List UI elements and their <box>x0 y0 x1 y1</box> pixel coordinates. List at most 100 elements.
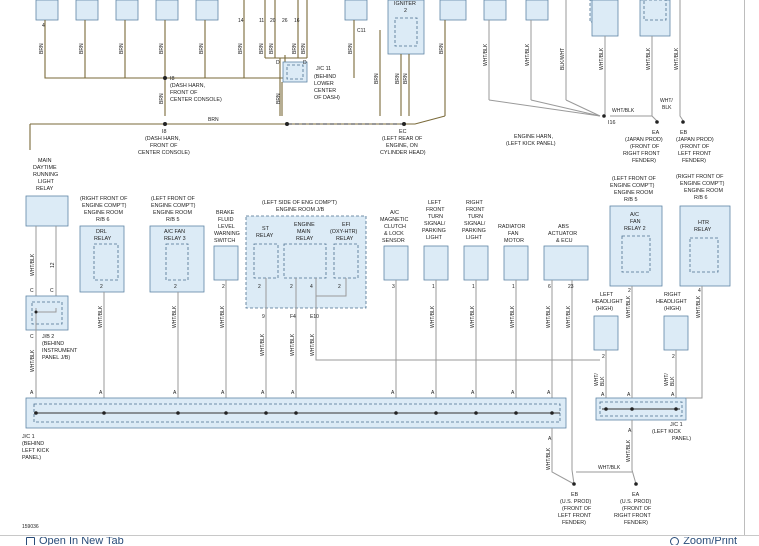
eb-bot-line1: EB <box>571 492 579 498</box>
jb2-inner <box>31 301 63 325</box>
efi-relay-inner <box>333 243 359 279</box>
eb-bot-line2: (U.S. PROD) <box>560 499 591 505</box>
pin-efi-2: 2 <box>338 284 341 290</box>
left-front-turn-box <box>423 245 449 281</box>
pin-top-d2: D <box>303 60 307 66</box>
brake-line1: BRAKE <box>216 210 235 216</box>
rft-line6: LIGHT <box>466 235 483 241</box>
drl-main-line2: DAYTIME <box>33 165 57 171</box>
drl-line2: ENGINE COMP'T) <box>82 203 127 209</box>
eb-bot-line4: LEFT FRONT <box>558 513 592 519</box>
wire-abs-1: WHT/BLK <box>546 305 552 328</box>
jc11-line2: (BEHIND <box>314 74 336 80</box>
jc1l-line1: J/C 1 <box>22 434 35 440</box>
pin-bus-a3: A <box>173 390 177 396</box>
wire-gnd-1: WHT/BLK <box>546 447 552 470</box>
pin-drlmain-c1: C <box>30 288 34 294</box>
acfan3-relay-inner <box>165 243 189 281</box>
acfan3-line1: (LEFT FRONT OF <box>151 196 196 202</box>
rft-line4: SIGNAL/ <box>464 221 486 227</box>
right-front-turn-box <box>463 245 489 281</box>
jc11-inner <box>286 64 304 80</box>
lft-line1: LEFT <box>428 200 442 206</box>
pin-st-2: 2 <box>258 284 261 290</box>
action-bar <box>0 535 759 546</box>
acfan2-line4: R/B 5 <box>624 197 637 203</box>
rft-line3: TURN <box>468 214 483 220</box>
acfan2-relay-inner <box>621 235 651 273</box>
eb-bot-line5: FENDER) <box>562 520 586 526</box>
ea-bot-line2: (U.S. PROD) <box>620 499 651 505</box>
jc11-line5: OF DASH) <box>314 95 340 101</box>
pin-rhl-2: 2 <box>672 354 675 360</box>
wire-brn-9: BRN <box>292 43 298 54</box>
pin-jb-f4: F4 <box>290 314 296 320</box>
ec-line2: (LEFT REAR OF <box>382 136 423 142</box>
drl-line5: DRL <box>96 229 107 235</box>
lft-line3: TURN <box>428 214 443 220</box>
wire-brn-2: BRN <box>79 43 85 54</box>
wire-brn-7: BRN <box>259 43 265 54</box>
abs-line2: ACTUATOR <box>548 231 577 237</box>
i16-label: I16 <box>608 120 616 126</box>
st-relay-inner <box>253 243 279 279</box>
pin-rbus-a3: A <box>671 392 675 398</box>
wire-gnd-2: WHT/BLK <box>626 439 632 462</box>
acfan2-line5: A/C <box>630 212 639 218</box>
st-line2: RELAY <box>256 233 274 239</box>
open-new-tab-link[interactable]: Open In New Tab <box>26 537 124 545</box>
i8-bottom-line3: FRONT OF <box>150 143 178 149</box>
igniter-inner <box>394 17 418 47</box>
pin-top-11: 11 <box>259 18 264 24</box>
efi-line3: RELAY <box>336 236 354 242</box>
wire-htr: WHT/BLK <box>696 295 702 318</box>
engharn-line1: ENGINE HARN, <box>514 134 553 140</box>
rad-line1: RADIATOR <box>498 224 525 230</box>
abs-actuator-box <box>543 245 589 281</box>
wire-brake: WHT/BLK <box>220 305 226 328</box>
wire-lft: WHT/BLK <box>430 305 436 328</box>
em-line1: ENGINE <box>294 222 315 228</box>
pin-brake-2: 2 <box>222 284 225 290</box>
wire-brn-12: BRN <box>159 93 165 104</box>
wire-whtblk-t7: WHT/BLK <box>612 108 635 114</box>
diagram-id: 159036 <box>22 524 39 530</box>
wire-whtblk-t1: WHT/BLK <box>483 43 489 66</box>
i8-bottom-label: I8 <box>162 129 167 135</box>
pin-igniter-2: 2 <box>404 8 407 14</box>
top-connector-13 <box>643 0 667 21</box>
pin-abs-6: 6 <box>548 284 551 290</box>
ea-top-line4: RIGHT FRONT <box>623 151 660 157</box>
efi-line1: EFI <box>342 222 350 228</box>
ac-line2: MAGNETIC <box>380 217 409 223</box>
rad-line2: FAN <box>508 231 519 237</box>
abs-line3: & ECU <box>556 238 573 244</box>
htr-line1: (RIGHT FRONT OF <box>676 174 724 180</box>
brake-line3: LEVEL <box>218 224 235 230</box>
wire-brn-14: BRN <box>374 73 380 84</box>
open-new-tab-icon <box>26 537 35 545</box>
acfan2-line1: (LEFT FRONT OF <box>612 176 657 182</box>
acfan3-line3: ENGINE ROOM <box>153 210 192 216</box>
jc1l-line4: PANEL) <box>22 455 41 461</box>
i8-bottom-line4: CENTER CONSOLE) <box>138 150 190 156</box>
rad-line3: MOTOR <box>504 238 524 244</box>
pin-jb-9: 9 <box>262 314 265 320</box>
jb2-line1: J/B 2 <box>42 334 54 340</box>
jc11-label: J/C 11 <box>316 66 331 72</box>
pin-rbus-a2: A <box>627 392 631 398</box>
zoom-print-link[interactable]: Zoom/Print <box>670 537 737 545</box>
pin-top-4a: 4 <box>42 23 45 29</box>
jc1r-line2: (LEFT KICK <box>652 429 681 435</box>
wire-whtblk-t6: WHT/BLK <box>674 47 680 70</box>
ea-bot-line1: EA <box>632 492 640 498</box>
drl-line1: (RIGHT FRONT OF <box>80 196 128 202</box>
pin-top-26: 26 <box>282 18 288 24</box>
jc1r-line1: J/C 1 <box>670 422 683 428</box>
wire-brn-3: BRN <box>119 43 125 54</box>
pin-bus-a11: A <box>547 390 551 396</box>
jb-line2: ENGINE ROOM J/B <box>276 207 325 213</box>
wire-whtblk-t5: WHT/BLK <box>646 47 652 70</box>
acfan3-line6: RELAY 3 <box>164 236 186 242</box>
open-new-tab-label: Open In New Tab <box>39 537 124 545</box>
